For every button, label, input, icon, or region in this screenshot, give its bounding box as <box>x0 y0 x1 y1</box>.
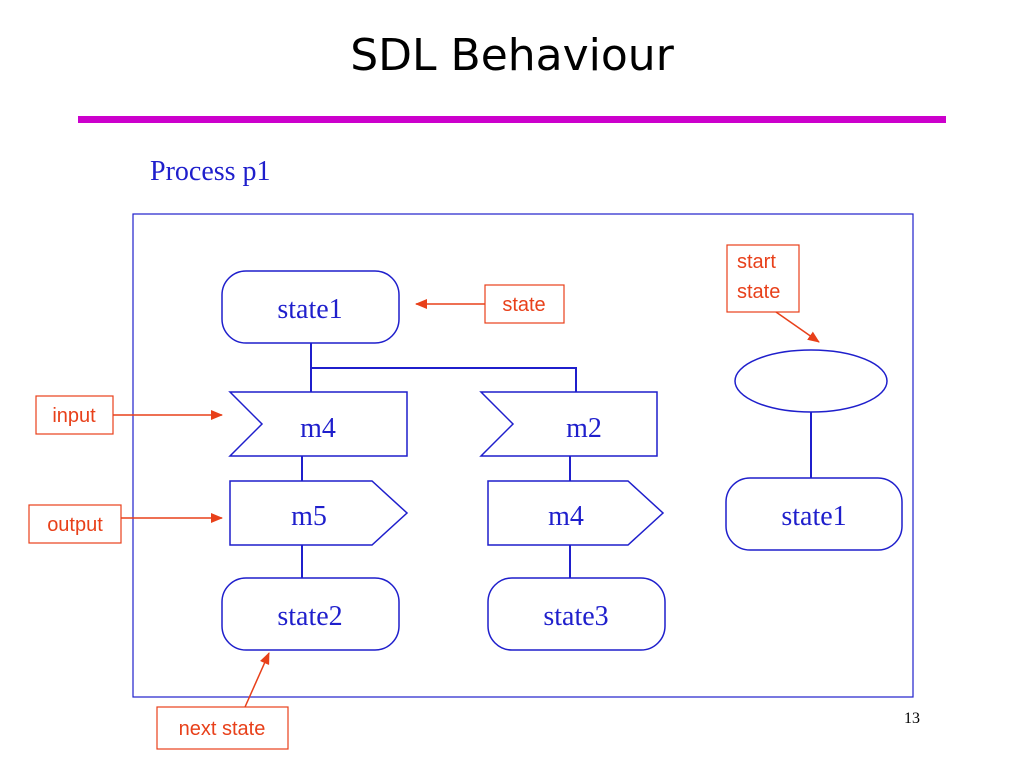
process-frame <box>132 213 914 698</box>
state-node-state1: state1 <box>221 270 400 344</box>
callout-next-state: next state <box>156 652 289 750</box>
page-number: 13 <box>904 710 920 727</box>
state2-label: state2 <box>277 601 342 632</box>
callout-start-state: start state <box>726 244 820 343</box>
connector-state1-to-m2 <box>311 367 577 392</box>
state-node-state3: state3 <box>487 577 666 651</box>
output-node-m4: m4 <box>487 480 665 546</box>
input-node-m2: m2 <box>479 391 658 457</box>
callout-start-state-line1: start <box>737 251 776 273</box>
callout-input-label: input <box>52 405 96 427</box>
callout-input: input <box>35 395 223 435</box>
process-label: Process p1 <box>150 156 271 187</box>
state-node-state1-right: state1 <box>725 477 903 551</box>
input-node-m4: m4 <box>228 391 408 457</box>
output-node-m5: m5 <box>229 480 409 546</box>
callout-start-state-line2: state <box>737 281 780 303</box>
connectors <box>301 343 812 578</box>
output-m4-label: m4 <box>548 501 584 532</box>
start-state-ellipse <box>734 349 888 413</box>
state1-label: state1 <box>277 294 342 325</box>
input-m2-label: m2 <box>566 413 602 444</box>
state3-label: state3 <box>543 601 608 632</box>
state1-right-label: state1 <box>781 501 846 532</box>
title-divider <box>78 116 946 123</box>
callout-next-state-label: next state <box>179 718 266 740</box>
input-m4-label: m4 <box>300 413 336 444</box>
callout-output: output <box>28 504 223 544</box>
slide-title: SDL Behaviour <box>350 30 674 81</box>
callout-state: state <box>415 284 565 324</box>
output-m5-label: m5 <box>291 501 327 532</box>
callout-state-label: state <box>502 294 545 316</box>
state-node-state2: state2 <box>221 577 400 651</box>
callout-start-state-arrow <box>775 311 820 343</box>
callout-output-label: output <box>47 514 103 536</box>
callout-next-state-arrow <box>244 652 270 708</box>
